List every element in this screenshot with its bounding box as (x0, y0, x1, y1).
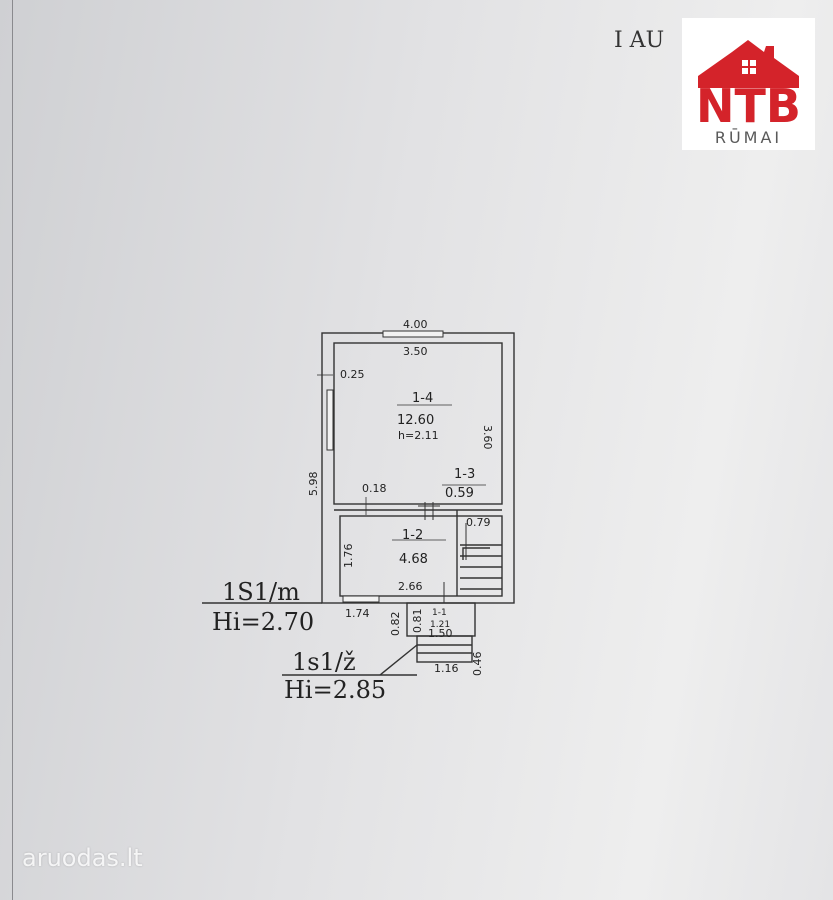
dim-0-46: 0.46 (471, 652, 484, 677)
level-2-value: Hi=2.85 (284, 676, 387, 704)
aruodas-watermark: aruodas.lt (22, 844, 143, 872)
room-1-4-id: 1-4 (412, 391, 433, 406)
room-1-4-height: h=2.11 (398, 429, 439, 442)
level-1-value: Hi=2.70 (212, 608, 315, 636)
plan-dimension-lines (317, 374, 486, 541)
dim-inner-width: 3.50 (403, 345, 428, 358)
room-1-4-area: 12.60 (397, 413, 434, 428)
ntb-logo: NTB RŪMAI (682, 18, 815, 150)
level-1-name: 1S1/m (222, 578, 300, 606)
room-1-3-id: 1-3 (454, 467, 475, 482)
room-1-2-id: 1-2 (402, 528, 423, 543)
room-1-2-area: 4.68 (399, 552, 428, 567)
dim-0-82: 0.82 (389, 612, 402, 637)
paper-edge-line (12, 0, 13, 900)
room-1-1-id: 1-1 (432, 608, 447, 618)
plan-doors (384, 502, 467, 603)
header-title-fragment: I AU (614, 28, 665, 53)
dim-room14-depth: 3.60 (481, 425, 494, 450)
logo-brand: NTB (696, 79, 801, 128)
level-2-name: 1s1/ž (292, 648, 356, 676)
ntb-logo-mark: NTB (696, 40, 801, 128)
plan-windows (326, 330, 444, 603)
dim-height-total: 5.98 (307, 472, 320, 497)
dim-2-66: 2.66 (398, 580, 423, 593)
logo-subtitle: RŪMAI (714, 128, 783, 147)
dim-0-18: 0.18 (362, 482, 387, 495)
dim-1-16: 1.16 (434, 662, 459, 675)
dim-wall: 0.25 (340, 368, 365, 381)
dim-0-79: 0.79 (466, 516, 491, 529)
dim-0-81: 0.81 (411, 609, 424, 634)
dim-1-76: 1.76 (342, 544, 355, 569)
dim-1-50: 1.50 (428, 627, 453, 640)
dim-1-74: 1.74 (345, 607, 370, 620)
room-1-1-area: 1.21 (430, 620, 450, 630)
room-1-3-area: 0.59 (445, 486, 474, 501)
dim-outer-width: 4.00 (403, 318, 428, 331)
